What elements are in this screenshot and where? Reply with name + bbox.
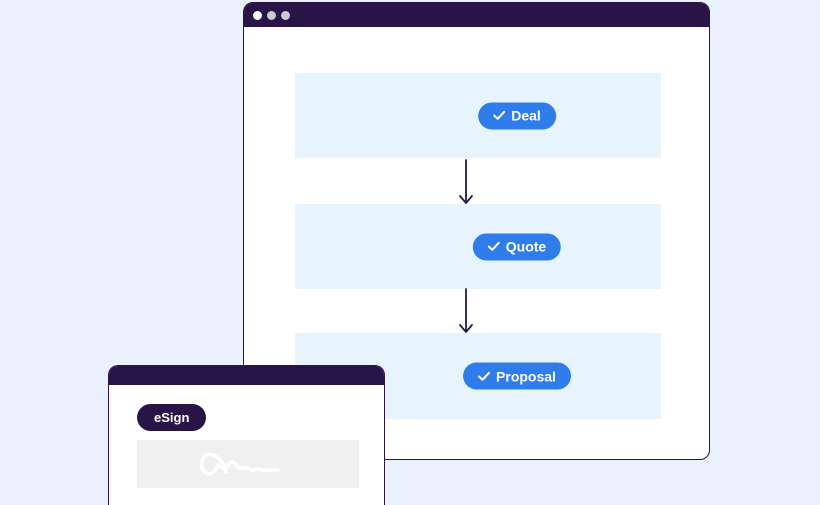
quote-step-label: Quote [505,238,547,255]
esign-window-titlebar [109,366,384,385]
esign-badge: eSign [137,404,207,431]
check-icon [493,110,506,120]
signature-field[interactable] [137,440,359,488]
signature-scribble-icon [200,452,280,476]
deal-step-label: Deal [511,107,541,124]
deal-step-button[interactable]: Deal [478,102,556,129]
proposal-step-button[interactable]: Proposal [463,362,571,390]
step-band-quote: Quote [295,204,661,289]
arrow-down-icon [459,288,473,333]
window-dot-icon[interactable] [281,10,290,20]
flow-window-titlebar [244,3,709,27]
window-dot-icon[interactable] [253,10,262,20]
check-icon [487,241,500,251]
step-band-deal: Deal [295,73,661,158]
window-dot-icon[interactable] [267,10,276,20]
check-icon [478,371,491,381]
arrow-down-icon [459,159,473,204]
esign-window: eSign [108,365,385,505]
quote-step-button[interactable]: Quote [472,233,562,260]
esign-badge-label: eSign [154,410,190,425]
proposal-step-label: Proposal [496,368,556,384]
